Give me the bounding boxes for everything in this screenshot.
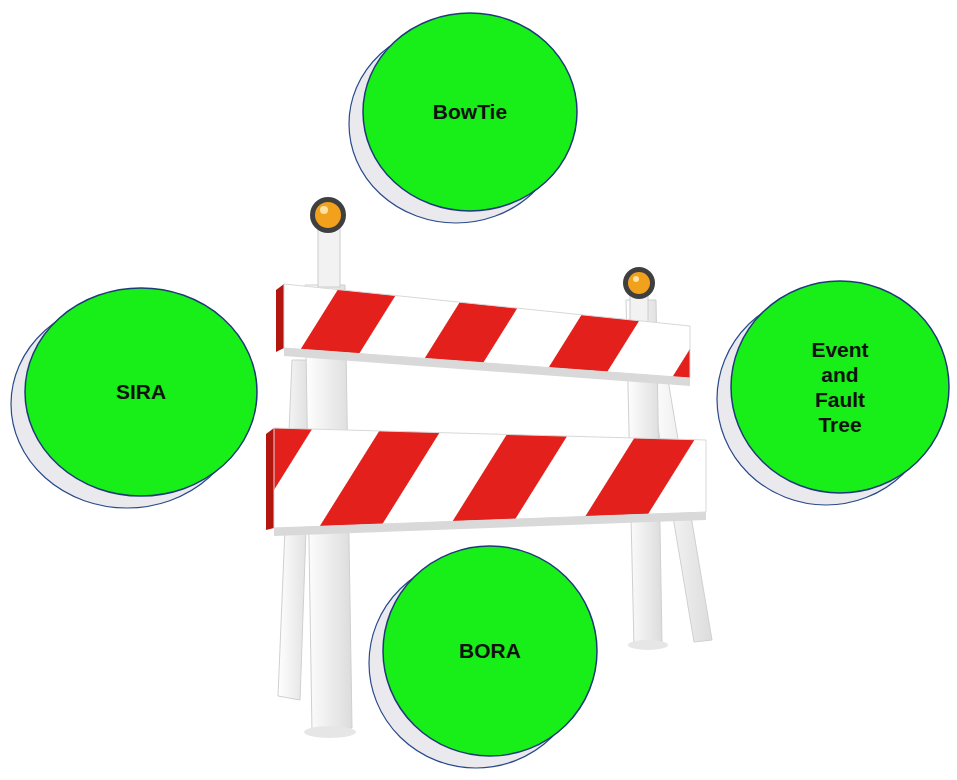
lamp-glint bbox=[633, 276, 639, 282]
method-circle: SIRA bbox=[24, 287, 258, 497]
circle-fill bbox=[383, 546, 597, 756]
warning-lamp bbox=[310, 197, 346, 233]
method-label: SIRA bbox=[116, 379, 166, 404]
circle-fill bbox=[363, 13, 577, 211]
board-edge bbox=[266, 428, 274, 530]
board-underside bbox=[284, 348, 690, 386]
barricade-foot bbox=[628, 640, 668, 650]
text-holder: BORA bbox=[382, 545, 598, 757]
method-label: Event and Fault Tree bbox=[803, 337, 877, 438]
text-holder: Event and Fault Tree bbox=[730, 280, 950, 494]
text-holder: SIRA bbox=[24, 287, 258, 497]
method-circle: Event and Fault Tree bbox=[730, 280, 950, 494]
board-underside bbox=[274, 512, 706, 536]
text-holder: BowTie bbox=[362, 12, 578, 212]
method-label: BORA bbox=[459, 638, 521, 663]
warning-lamp bbox=[315, 202, 341, 228]
method-label: BowTie bbox=[433, 99, 507, 124]
barricade-foot bbox=[304, 726, 356, 738]
method-circle: BowTie bbox=[362, 12, 578, 212]
method-circle: BORA bbox=[382, 545, 598, 757]
lamp-post bbox=[318, 225, 340, 287]
circle-outline bbox=[730, 280, 950, 494]
board-edge bbox=[276, 284, 284, 352]
warning-lamp bbox=[623, 267, 655, 299]
striped-board bbox=[274, 428, 706, 528]
lamp-glint bbox=[320, 206, 328, 214]
circle-fill bbox=[25, 288, 257, 496]
warning-lamp bbox=[628, 272, 650, 294]
circle-fill bbox=[731, 281, 949, 493]
